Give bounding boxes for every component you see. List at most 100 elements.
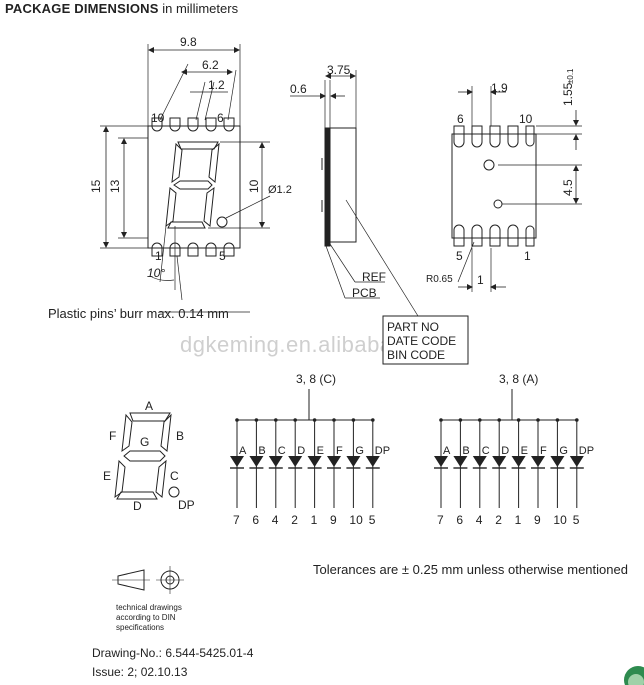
front-top-pins — [151, 117, 235, 132]
diode-symbol — [249, 456, 264, 467]
front-view — [100, 44, 271, 313]
circuit-pin-label: 7 — [437, 513, 444, 527]
dim-slant-angle: 10° — [147, 266, 165, 280]
marking-bin-code: BIN CODE — [387, 348, 445, 362]
diode-symbol — [434, 456, 448, 467]
pin-label-10-back: 10 — [519, 112, 533, 126]
circuit-pin-label: 9 — [534, 513, 541, 527]
title-bold: PACKAGE DIMENSIONS — [5, 1, 159, 16]
marking-part-no: PART NO — [387, 320, 439, 334]
circuit-pin-label: 6 — [252, 513, 259, 527]
circuit-segment-label: F — [540, 445, 547, 457]
diode-symbol — [531, 456, 545, 467]
circuit-segment-label: E — [317, 445, 324, 457]
dim-width: 9.8 — [180, 35, 197, 49]
segment-label-b: B — [176, 429, 184, 443]
dim-pcb-thickness: 0.6 — [290, 82, 307, 96]
circuit-junction — [371, 418, 375, 422]
diode-symbol — [453, 456, 468, 467]
tolerance-note: Tolerances are ± 0.25 mm unless otherwis… — [313, 562, 628, 577]
circuit-1-common-label: 3, 8 (A) — [499, 372, 538, 386]
circuit-pin-label: 4 — [476, 513, 483, 527]
din-note-line3: specifications — [116, 623, 164, 632]
circuit-segment-label: A — [443, 445, 451, 457]
circuit-segment-label: D — [501, 445, 509, 457]
circuit-junction — [254, 418, 259, 422]
circuit-segment-label: B — [462, 445, 469, 457]
label-ref: REF — [362, 270, 386, 284]
segment-label-g: G — [140, 435, 149, 449]
circuit-junction — [312, 418, 317, 422]
circuit-pin-label: 1 — [515, 513, 522, 527]
side-pcb — [324, 127, 331, 247]
circuit-pin-label: 9 — [330, 513, 337, 527]
circuit-junction — [235, 418, 239, 422]
pin-label-1-front: 1 — [155, 249, 162, 263]
diode-symbol — [569, 456, 584, 467]
segment-label-c: C — [170, 469, 179, 483]
circuit-pin-label: 1 — [311, 513, 318, 527]
diode-symbol — [307, 456, 322, 467]
circuit-segment-label: D — [297, 445, 305, 457]
circuit-segment-label: E — [521, 445, 528, 457]
segment-label-a: A — [145, 399, 153, 413]
segment-diagram — [114, 412, 180, 500]
segment-label-e: E — [103, 469, 111, 483]
dim-height-inner: 13 — [108, 179, 122, 193]
circuit-junction — [516, 418, 521, 422]
diode-symbol — [492, 456, 507, 467]
burr-note: Plastic pins’ burr max. 0.14 mm — [48, 306, 229, 321]
side-view — [290, 70, 419, 317]
circuit-junction — [555, 418, 560, 422]
marking-box — [382, 315, 469, 365]
front-digit-segments — [165, 141, 220, 229]
dim-back-radius: R0.65 — [426, 274, 453, 285]
label-pcb: PCB — [352, 286, 377, 300]
drawing-number: Drawing-No.: 6.544-5425.01-4 — [92, 646, 254, 660]
circuit-segment-label: F — [336, 445, 343, 457]
circuit-segment-label: DP — [579, 445, 594, 457]
circuit-junction — [458, 418, 463, 422]
diode-symbol — [550, 456, 565, 467]
diode-symbol — [288, 456, 303, 467]
diode-symbol — [327, 456, 341, 467]
din-note-line2: according to DIN — [116, 613, 176, 622]
circuit-junction — [478, 418, 482, 422]
front-dp-dot — [216, 216, 228, 228]
dim-back-pin: 1 — [477, 273, 484, 287]
segment-label-d: D — [133, 499, 142, 513]
corner-logo — [624, 666, 644, 685]
circuit-junction — [332, 418, 336, 422]
circuit-junction — [293, 418, 298, 422]
circuit-pin-label: 6 — [456, 513, 463, 527]
dim-pitch-total: 6.2 — [202, 58, 219, 72]
pin-label-5-back: 5 — [456, 249, 463, 263]
circuit-segment-label: B — [258, 445, 265, 457]
diode-symbol — [511, 456, 526, 467]
circuit-segment-label: C — [482, 445, 490, 457]
din-projection-symbol — [112, 566, 184, 594]
diode-symbol — [365, 456, 380, 467]
page-title: PACKAGE DIMENSIONS in millimeters — [5, 1, 238, 16]
circuit-junction — [351, 418, 356, 422]
circuit-junction — [536, 418, 540, 422]
circuit-junction — [575, 418, 579, 422]
dim-digit-height: 10 — [247, 179, 261, 193]
front-body-outline — [147, 125, 241, 249]
back-view — [451, 86, 582, 292]
circuit-segment-label: DP — [375, 445, 390, 457]
dim-back-pitch: 1.9 — [491, 81, 508, 95]
circuit-junction — [439, 418, 443, 422]
circuit-segment-label: G — [559, 445, 568, 457]
pin-label-1-back: 1 — [524, 249, 531, 263]
dim-back-tolerance: ±0.1 — [566, 68, 575, 84]
pin-label-10-front: 10 — [151, 111, 165, 125]
marking-date-code: DATE CODE — [387, 334, 456, 348]
circuit-junction — [274, 418, 278, 422]
issue-date: Issue: 2; 02.10.13 — [92, 665, 188, 679]
circuit-segment-label: A — [239, 445, 247, 457]
dim-pitch: 1.2 — [208, 78, 225, 92]
